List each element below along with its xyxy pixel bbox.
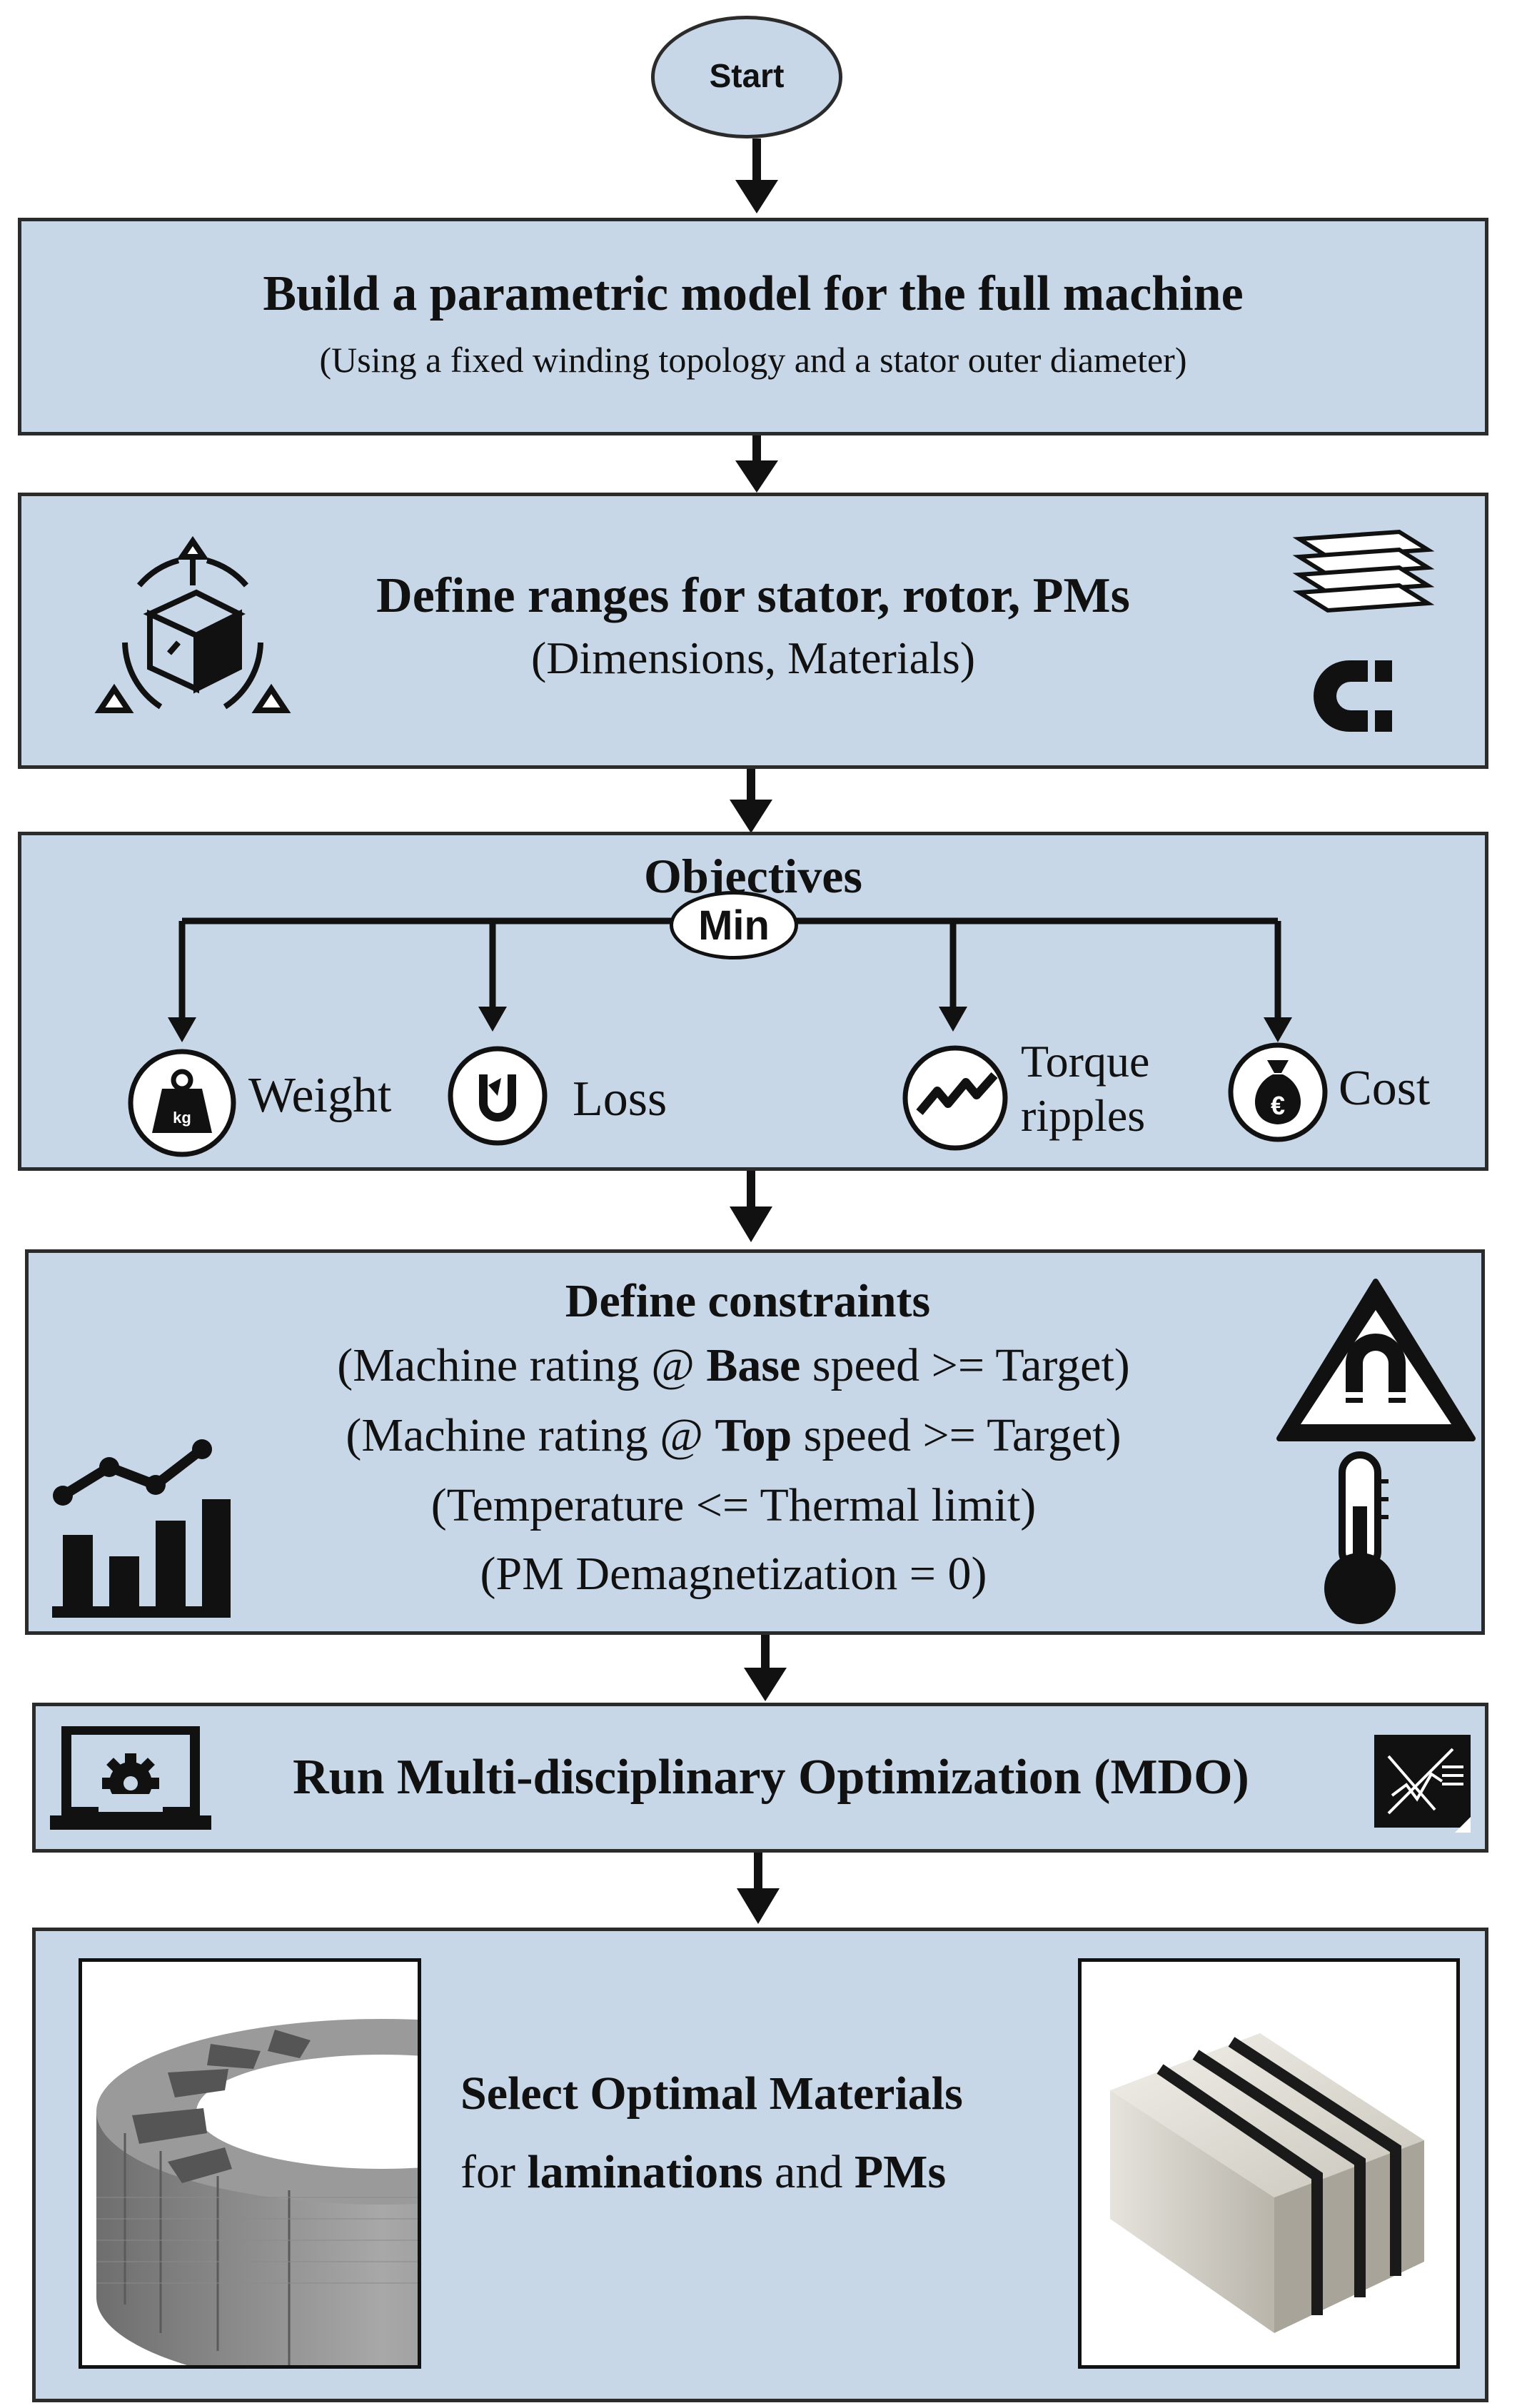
- permanent-magnets-image: [1078, 1958, 1460, 2369]
- arrow-step5-to-step6: [737, 1849, 780, 1924]
- step5-box: Run Multi-disciplinary Optimization (MDO…: [32, 1703, 1488, 1853]
- step5-title: Run Multi-disciplinary Optimization (MDO…: [293, 1750, 1249, 1805]
- objective-loss-label: Loss: [573, 1072, 667, 1127]
- growth-chart-icon: [52, 1439, 231, 1618]
- objective-torque-label-line2: ripples: [1021, 1090, 1146, 1141]
- start-node: Start: [651, 16, 842, 138]
- step3-box: Objectives Min kg Weight Loss: [18, 832, 1488, 1171]
- step6-line1: Select Optimal Materials: [460, 2067, 963, 2120]
- step4-title: Define constraints: [565, 1275, 931, 1327]
- optimization-plot-icon: [1374, 1735, 1471, 1833]
- min-label: Min: [698, 902, 770, 949]
- arrow-start-to-step1: [735, 138, 778, 213]
- step4-line2: (Machine rating @ Top speed >= Target): [0, 1409, 1481, 1463]
- cube-design-icon: [94, 535, 291, 713]
- start-label: Start: [709, 57, 785, 94]
- step6-pms: PMs: [854, 2146, 947, 2198]
- weight-icon: kg: [128, 1049, 236, 1157]
- step2-title: Define ranges for stator, rotor, PMs: [376, 568, 1130, 623]
- torque-ripple-icon: [902, 1045, 1008, 1151]
- step4-line4: (PM Demagnetization = 0): [480, 1548, 987, 1600]
- arrow-step1-to-step2: [735, 432, 778, 493]
- step1-box: Build a parametric model for the full ma…: [18, 218, 1488, 435]
- loss-icon: [448, 1046, 548, 1146]
- step2-subtitle: (Dimensions, Materials): [530, 633, 976, 683]
- step1-title: Build a parametric model for the full ma…: [263, 266, 1244, 321]
- step6-line2-mid: and: [762, 2146, 855, 2198]
- step4-line2-pre: (Machine rating @: [346, 1409, 715, 1461]
- step4-line2-post: speed >= Target): [792, 1409, 1122, 1461]
- thermometer-icon: [1324, 1451, 1396, 1624]
- step2-box: Define ranges for stator, rotor, PMs (Di…: [18, 493, 1488, 769]
- step4-line1-post: speed >= Target): [800, 1339, 1130, 1391]
- step4-line1-pre: (Machine rating @: [337, 1339, 707, 1391]
- magnet-icon: [1314, 660, 1392, 732]
- magnet-warning-icon: [1276, 1279, 1476, 1441]
- step1-subtitle: (Using a fixed winding topology and a st…: [319, 340, 1187, 380]
- svg-text:€: €: [1271, 1091, 1285, 1120]
- objective-cost-label: Cost: [1339, 1061, 1431, 1116]
- step4-line1-bold: Base: [706, 1339, 801, 1391]
- step6-laminations: laminations: [527, 2146, 763, 2198]
- arrow-step2-to-step3: [730, 765, 772, 833]
- objective-weight-label: Weight: [248, 1068, 392, 1123]
- step6-line2-pre: for: [460, 2146, 528, 2198]
- svg-text:kg: kg: [173, 1109, 191, 1127]
- step6-line2: for laminations and PMs: [460, 2145, 946, 2200]
- step4-line1: (Machine rating @ Base speed >= Target): [0, 1339, 1481, 1393]
- lamination-sheets-icon: [1292, 529, 1435, 613]
- step4-line3: (Temperature <= Thermal limit): [430, 1479, 1037, 1531]
- arrow-step4-to-step5: [744, 1633, 787, 1701]
- step6-box: Select Optimal Materials for laminations…: [32, 1928, 1488, 2402]
- laptop-gear-icon: [50, 1726, 211, 1830]
- cost-bag-icon: €: [1228, 1042, 1328, 1142]
- arrow-step3-to-step4: [730, 1167, 772, 1242]
- step4-box: Define constraints (Machine rating @ Bas…: [25, 1249, 1485, 1635]
- stator-lamination-image: [79, 1958, 421, 2369]
- min-node: Min: [670, 891, 798, 959]
- objective-torque-label-line1: Torque: [1021, 1036, 1150, 1087]
- step4-line2-bold: Top: [715, 1409, 792, 1461]
